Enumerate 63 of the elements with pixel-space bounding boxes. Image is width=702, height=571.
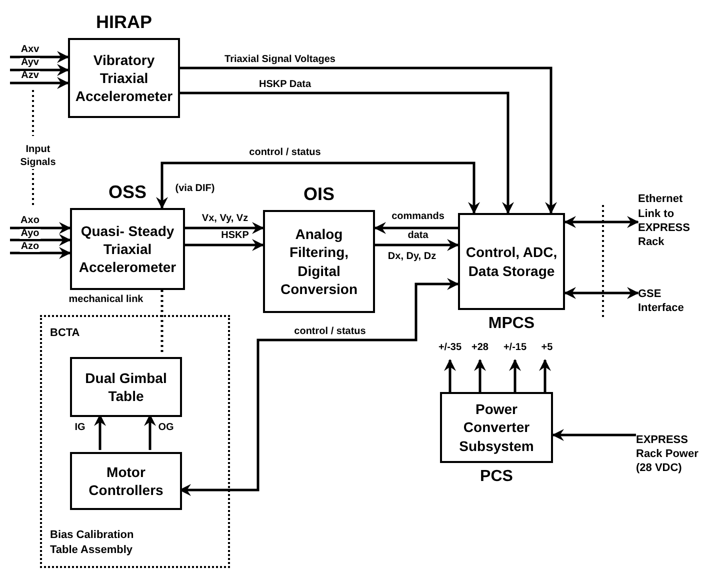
arrow [10,64,69,76]
arrow [539,359,551,392]
arrow [185,222,264,234]
arrow [474,359,486,392]
arrow [180,92,514,214]
edge-label: mechanical link [68,295,144,305]
group-caption: Bias Calibration Table Assembly [50,528,135,558]
edge-label: HSKP Data [258,80,312,90]
arrow [375,239,459,251]
edge-label: IG [74,423,86,433]
external-label: Ethernet Link to EXPRESS Rack [638,192,691,250]
edge-label: Ayo [20,229,40,239]
edge-label: OG [157,423,175,433]
box-title: OIS [302,183,336,206]
group-boundary [40,315,230,568]
box-label: Control, ADC, Data Storage [464,243,558,280]
arrow [564,216,639,228]
arrow [180,66,557,214]
box-label: Power Converter Subsystem [458,400,535,455]
external-label: EXPRESS Rack Power (28 VDC) [636,432,700,476]
external-label: GSE Interface [638,286,685,316]
note-label: Dx, Dy, Dz [388,250,436,263]
arrow [10,222,71,234]
group-title: BCTA [50,326,80,341]
arrow [10,51,69,63]
process-box [70,452,182,510]
box-label: Quasi- Steady Triaxial Accelerometer [78,222,178,276]
dotted-link [160,290,164,355]
box-label: Dual Gimbal Table [84,368,168,406]
edge-label: +28 [470,343,490,353]
edge-label: control / status [293,327,367,337]
arrow [374,222,458,234]
box-label: Analog Filtering, Digital Conversion [279,225,358,298]
edge-label: +/-35 [437,343,463,353]
box-title: PCS [479,467,514,487]
box-label: Vibratory Triaxial Accelerometer [74,50,174,106]
edge-label: data [406,231,430,241]
edge-label: commands [390,212,446,222]
arrow [10,247,71,259]
edge-label: Ayv [20,58,40,68]
edge-label: Azv [20,71,40,81]
edge-label: +/-15 [502,343,528,353]
arrow [10,234,71,246]
edge-label: Triaxial Signal Voltages [224,55,336,65]
edge-label: Axv [20,45,40,55]
arrow [10,77,69,89]
arrow [444,359,456,392]
edge-label: HSKP [220,231,250,241]
box-title: MPCS [487,314,536,334]
edge-label: Vx, Vy, Vz [200,214,250,224]
edge-label: Azo [20,242,40,252]
arrow [564,287,639,299]
arrow [552,429,636,441]
box-label: Motor Controllers [88,462,164,500]
note-label: (via DIF) [175,182,215,195]
arrow [156,162,480,214]
box-title: HIRAP [94,11,153,34]
edge-label: +5 [540,343,554,353]
arrow [509,359,521,392]
edge-label: Axo [20,216,40,226]
arrow [185,239,264,251]
process-box [70,357,182,417]
edge-label: control / status [248,148,322,158]
